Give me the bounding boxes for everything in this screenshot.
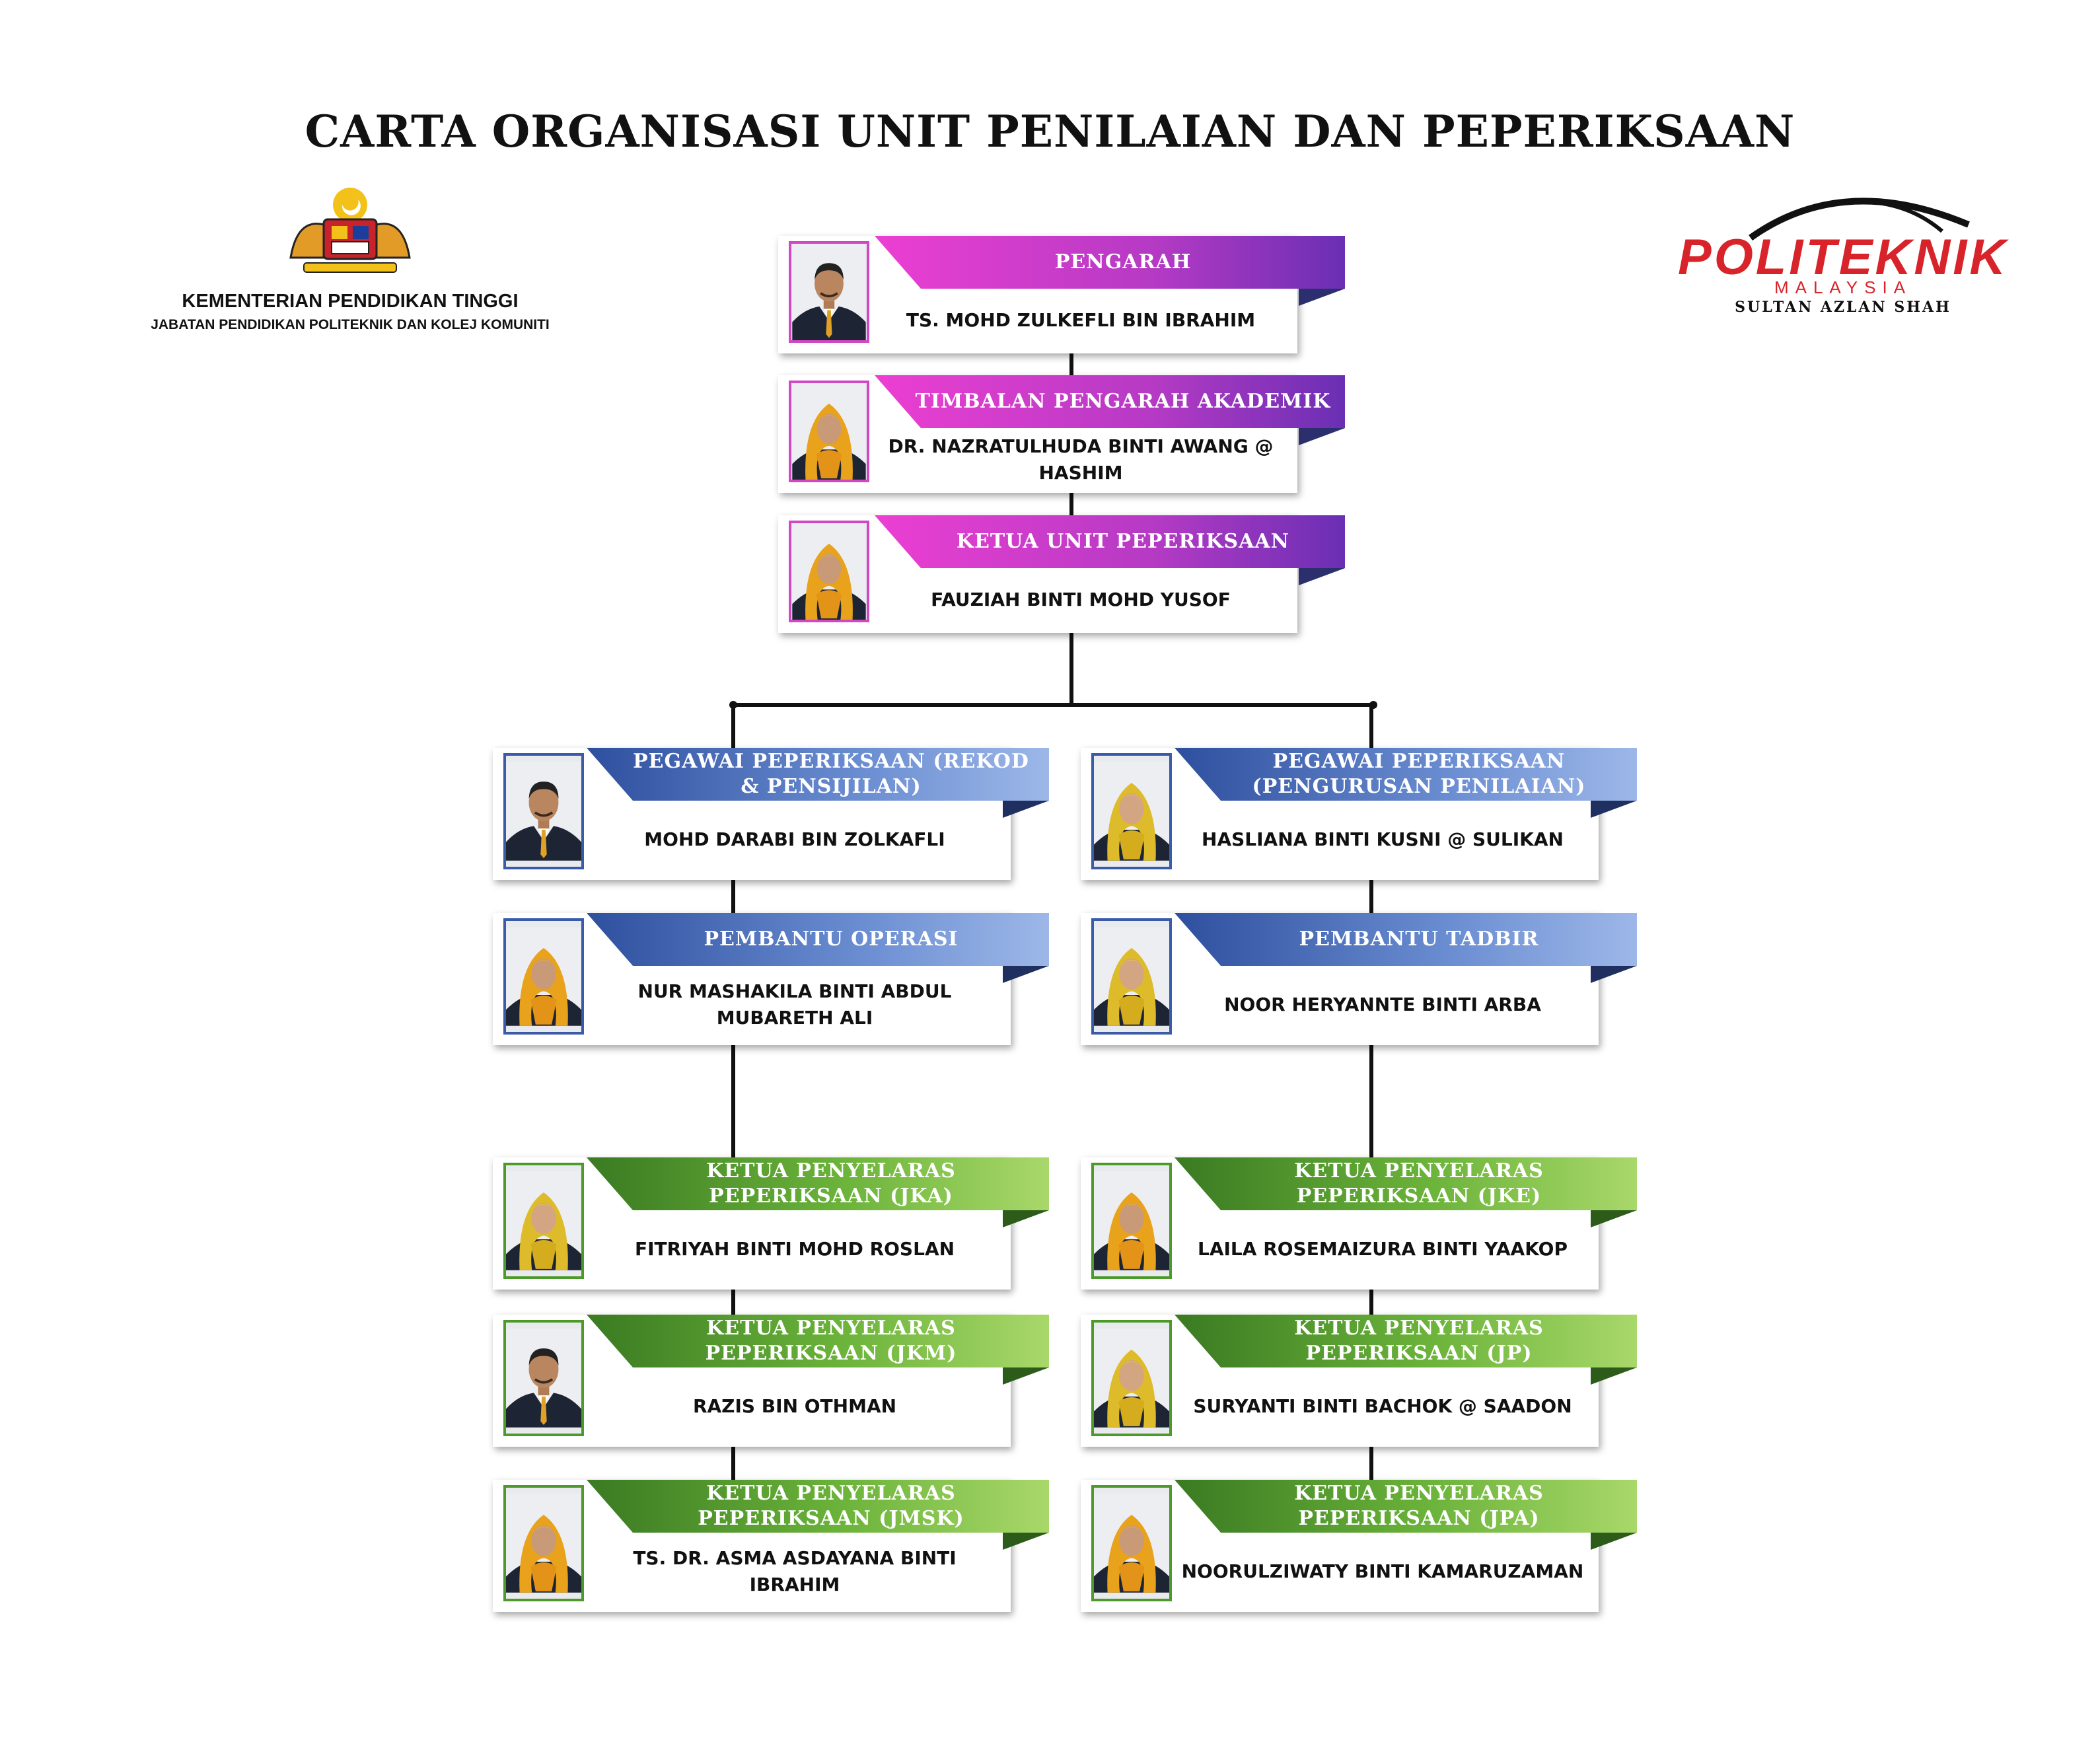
- role-title: KETUA PENYELARAS PEPERIKSAAN (JKM): [705, 1317, 957, 1365]
- role-title: KETUA PENYELARAS PEPERIKSAAN (JPA): [1294, 1482, 1544, 1530]
- portrait-photo: [503, 1163, 584, 1279]
- role-banner: [1175, 1480, 1637, 1533]
- role-title: TIMBALAN PENGARAH AKADEMIK: [915, 390, 1331, 413]
- banner-fold: [1003, 801, 1049, 818]
- role-banner: [1175, 748, 1637, 801]
- role-title: PEGAWAI PEPERIKSAAN (PENGURUSAN PENILAIA…: [1252, 750, 1586, 798]
- logo-campus: SULTAN AZLAN SHAH: [1735, 299, 1951, 316]
- role-title: KETUA PENYELARAS PEPERIKSAAN (JP): [1294, 1317, 1544, 1365]
- role-title: PENGARAH: [1054, 250, 1192, 273]
- portrait-photo: [1091, 753, 1172, 869]
- banner-fold: [1299, 428, 1345, 445]
- person-name: MOHD DARABI BIN ZOLKAFLI: [644, 828, 945, 850]
- banner-fold: [1003, 1210, 1049, 1227]
- chart-title: CARTA ORGANISASI UNIT PENILAIAN DAN PEPE…: [305, 106, 1795, 157]
- role-banner: [875, 375, 1345, 428]
- person-name: LAILA ROSEMAIZURA BINTI YAAKOP: [1198, 1238, 1568, 1260]
- malaysia-coat-of-arms-icon: [289, 188, 411, 273]
- connector-right-branch: [1369, 703, 1373, 1502]
- ministry-name: KEMENTERIAN PENDIDIKAN TINGGI: [182, 291, 519, 312]
- portrait-photo: [1091, 1485, 1172, 1601]
- role-banner: [1175, 1315, 1637, 1367]
- politeknik-logo: POLITEKNIK MALAYSIA SULTAN AZLAN SHAH: [1665, 185, 2009, 316]
- portrait-photo: [503, 1485, 584, 1601]
- person-name: NOOR HERYANNTE BINTI ARBA: [1224, 994, 1541, 1015]
- role-title: PEMBANTU TADBIR: [1299, 928, 1539, 951]
- connector-horizontal: [731, 703, 1375, 707]
- role-title: KETUA PENYELARAS PEPERIKSAAN (JKA): [706, 1159, 956, 1208]
- role-banner: [587, 913, 1049, 966]
- person-name: FITRIYAH BINTI MOHD ROSLAN: [634, 1238, 955, 1260]
- person-name: NOORULZIWATY BINTI KAMARUZAMAN: [1181, 1560, 1584, 1582]
- person-name: SURYANTI BINTI BACHOK @ SAADON: [1193, 1395, 1572, 1417]
- portrait-photo: [789, 381, 869, 482]
- connector-left-branch: [731, 703, 735, 1502]
- person-name: TS. MOHD ZULKEFLI BIN IBRAHIM: [906, 309, 1256, 331]
- banner-fold: [1299, 289, 1345, 306]
- person-name: TS. DR. ASMA ASDAYANA BINTI IBRAHIM: [633, 1547, 957, 1595]
- logo-word: POLITEKNIK: [1678, 229, 2009, 285]
- logo-country: MALAYSIA: [1774, 277, 1912, 297]
- portrait-photo: [503, 1320, 584, 1436]
- role-title: KETUA PENYELARAS PEPERIKSAAN (JMSK): [698, 1482, 964, 1530]
- role-banner: [587, 1480, 1049, 1533]
- person-name: FAUZIAH BINTI MOHD YUSOF: [931, 589, 1231, 610]
- banner-fold: [1299, 568, 1345, 585]
- portrait-photo: [1091, 1163, 1172, 1279]
- role-banner: [875, 236, 1345, 289]
- logo-arc-icon: [1749, 198, 1970, 241]
- banner-fold: [1591, 1210, 1637, 1227]
- role-banner: [587, 1157, 1049, 1210]
- portrait-photo: [789, 521, 869, 622]
- role-banner: [1175, 1157, 1637, 1210]
- role-banner: [1175, 913, 1637, 966]
- role-title: PEGAWAI PEPERIKSAAN (REKOD & PENSIJILAN): [633, 750, 1029, 798]
- person-name: NUR MASHAKILA BINTI ABDUL MUBARETH ALI: [637, 980, 952, 1029]
- portrait-photo: [503, 753, 584, 869]
- role-banner: [587, 748, 1049, 801]
- role-title: PEMBANTU OPERASI: [704, 928, 959, 951]
- portrait-photo: [789, 241, 869, 343]
- role-title: KETUA PENYELARAS PEPERIKSAAN (JKE): [1294, 1159, 1544, 1208]
- person-name: HASLIANA BINTI KUSNI @ SULIKAN: [1202, 828, 1564, 850]
- portrait-photo: [503, 918, 584, 1035]
- role-banner: [587, 1315, 1049, 1367]
- person-name: DR. NAZRATULHUDA BINTI AWANG @ HASHIM: [888, 435, 1274, 484]
- banner-fold: [1003, 966, 1049, 983]
- portrait-photo: [1091, 1320, 1172, 1436]
- ministry-department: JABATAN PENDIDIKAN POLITEKNIK DAN KOLEJ …: [151, 317, 550, 332]
- banner-fold: [1591, 966, 1637, 983]
- role-banner: [875, 515, 1345, 568]
- portrait-photo: [1091, 918, 1172, 1035]
- role-title: KETUA UNIT PEPERIKSAAN: [956, 530, 1290, 553]
- banner-fold: [1591, 801, 1637, 818]
- person-name: RAZIS BIN OTHMAN: [692, 1395, 897, 1417]
